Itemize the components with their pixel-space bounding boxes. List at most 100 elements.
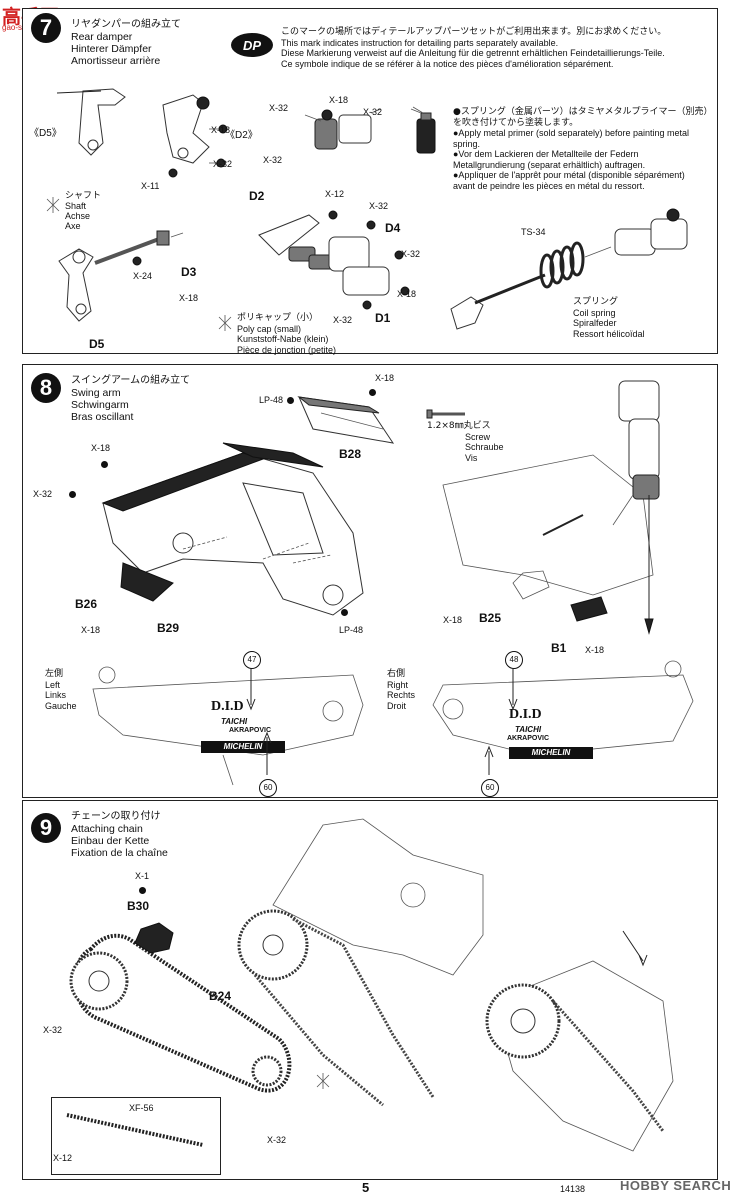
damper-body-drawing bbox=[258, 210, 410, 310]
screw-dot bbox=[101, 461, 108, 468]
screw-en: Screw bbox=[465, 431, 491, 442]
label-x18-e: X-18 bbox=[375, 373, 395, 383]
step-8-title-de: Schwingarm bbox=[71, 399, 129, 411]
dp-note-fr: Ce symbole indique de se référer à la no… bbox=[281, 58, 614, 69]
screw-de: Schraube bbox=[465, 442, 504, 452]
decal-number-60-right: 60 bbox=[481, 779, 499, 797]
dp-note-en: This mark indicates instruction for deta… bbox=[281, 37, 559, 48]
label-x18-b: X-18 bbox=[329, 95, 349, 105]
side-right-fr: Droit bbox=[387, 700, 407, 711]
shaft-de: Achse bbox=[65, 211, 91, 221]
step-9-panel: 9 チェーンの取り付け Attaching chain Einbau der K… bbox=[22, 800, 718, 1180]
label-x18-c: X-18 bbox=[179, 293, 199, 303]
screw-dot bbox=[139, 887, 146, 894]
side-left-de: Links bbox=[45, 690, 67, 700]
side-right-en: Right bbox=[387, 679, 409, 690]
label-x32-d: X-32 bbox=[263, 155, 283, 165]
screw-dot bbox=[69, 491, 76, 498]
screw-icon bbox=[426, 409, 465, 419]
label-b26: B26 bbox=[75, 597, 98, 611]
metal-part-icon bbox=[46, 197, 60, 213]
label-x12-b: X-12 bbox=[53, 1153, 73, 1163]
step-7-title-fr: Amortisseur arrière bbox=[71, 55, 161, 67]
label-x18-g: X-18 bbox=[81, 625, 101, 635]
swingarm-exploded-drawing bbox=[101, 396, 395, 616]
step-8-title-jp: スイングアームの組み立て bbox=[71, 375, 191, 386]
label-x32-b: X-32 bbox=[269, 103, 289, 113]
side-left-en: Left bbox=[45, 679, 61, 690]
spring-fr: Ressort hélicoïdal bbox=[573, 328, 645, 339]
label-x18-f: X-18 bbox=[91, 443, 111, 453]
decal-arrows bbox=[246, 669, 518, 775]
decal-did-left: D.I.D bbox=[211, 699, 244, 714]
step-9-number: 9 bbox=[31, 813, 61, 843]
label-x18-i: X-18 bbox=[585, 645, 605, 655]
label-d3: D3 bbox=[181, 265, 197, 279]
decal-taichi-left: TAICHI bbox=[221, 717, 248, 726]
chain-loop-drawing bbox=[69, 922, 292, 1093]
step-7-title-de: Hinterer Dämpfer bbox=[71, 43, 152, 55]
label-x18-d: X-18 bbox=[397, 289, 417, 299]
label-x24: X-24 bbox=[133, 271, 153, 281]
d5-bracket-drawing bbox=[56, 88, 228, 178]
label-d5: D5 bbox=[89, 337, 105, 351]
label-b29: B29 bbox=[157, 621, 180, 635]
screw-dot bbox=[341, 609, 348, 616]
step-7-number: 7 bbox=[31, 13, 61, 43]
label-x32-j: X-32 bbox=[267, 1135, 287, 1145]
label-ts34: TS-34 bbox=[521, 227, 546, 237]
label-x32-e: X-32 bbox=[369, 201, 389, 211]
footer-code: 14138 bbox=[560, 1184, 586, 1194]
screw-dot bbox=[287, 397, 294, 404]
label-x32-f: X-32 bbox=[401, 249, 421, 259]
label-x1: X-1 bbox=[135, 871, 150, 881]
label-d5-bracket: 《D5》 bbox=[29, 128, 62, 139]
d2-assembly-drawing bbox=[304, 108, 382, 150]
label-b28: B28 bbox=[339, 447, 362, 461]
dp-note-de: Diese Markierung verweist auf die Anleit… bbox=[281, 48, 665, 58]
metal-part-icon bbox=[218, 315, 232, 331]
decal-number-47: 47 bbox=[243, 651, 261, 669]
label-d2-bracket: 《D2》 bbox=[225, 130, 258, 141]
label-b1: B1 bbox=[551, 641, 567, 655]
step-7-title: リヤダンパーの組み立て Rear damper Hinterer Dämpfer… bbox=[71, 19, 181, 67]
primer-note-jp: ●スプリング（金属パーツ）はタミヤメタルプライマー（別売）を吹き付けてから塗装し… bbox=[453, 107, 708, 128]
decal-taichi-right: TAICHI bbox=[515, 725, 542, 734]
step-9-title: チェーンの取り付け Attaching chain Einbau der Ket… bbox=[71, 811, 168, 859]
footer-brand: HOBBY SEARCH bbox=[620, 1178, 732, 1193]
label-x32-a: X-32 bbox=[213, 159, 233, 169]
side-right-de: Rechts bbox=[387, 690, 416, 700]
step-7-title-en: Rear damper bbox=[71, 31, 133, 43]
spring-label: スプリング Coil spring Spiralfeder Ressort hé… bbox=[573, 297, 645, 339]
label-x32-h: X-32 bbox=[33, 489, 53, 499]
primer-note-en: ●Apply metal primer (sold separately) be… bbox=[453, 128, 690, 149]
decal-michelin-right: MICHELIN bbox=[509, 747, 593, 759]
dp-note-jp: このマークの場所ではディテールアップパーツセットがご利用出来ます。別にお求めくだ… bbox=[281, 27, 667, 37]
decal-number-60-left: 60 bbox=[259, 779, 277, 797]
step-8-title-fr: Bras oscillant bbox=[71, 411, 134, 423]
shaft-icon-label: シャフト Shaft Achse Axe bbox=[65, 191, 101, 231]
step-8-title: スイングアームの組み立て Swing arm Schwingarm Bras o… bbox=[71, 375, 190, 423]
label-b24: B24 bbox=[209, 989, 232, 1003]
primer-note-fr: ●Appliquer de l'apprêt pour métal (dispo… bbox=[453, 170, 685, 191]
polycap-jp: ポリキャップ（小） bbox=[237, 313, 319, 323]
shaft-en: Shaft bbox=[65, 201, 87, 211]
spring-en: Coil spring bbox=[573, 307, 616, 318]
shaft-jp: シャフト bbox=[65, 191, 102, 201]
polycap-de: Kunststoff-Nabe (klein) bbox=[237, 334, 329, 344]
step-7-panel: 7 リヤダンパーの組み立て Rear damper Hinterer Dämpf… bbox=[22, 8, 718, 355]
label-x11: X-11 bbox=[141, 181, 160, 191]
screw-label: 1.2×8㎜丸ビス Screw Schraube Vis bbox=[427, 421, 504, 463]
coil-spring bbox=[539, 241, 585, 289]
shaft-assembly-drawing bbox=[58, 230, 184, 322]
label-d4: D4 bbox=[385, 221, 401, 235]
primer-note-de: ●Vor dem Lackieren der Metallteile der F… bbox=[453, 149, 646, 170]
step-8-panel: 8 スイングアームの組み立て Swing arm Schwingarm Bras… bbox=[22, 364, 718, 798]
side-right-label: 右側 Right Rechts Droit bbox=[387, 669, 415, 711]
page-number: 5 bbox=[362, 1180, 370, 1195]
dp-badge: DP bbox=[231, 33, 273, 57]
chain-inset-drawing bbox=[66, 1113, 204, 1147]
spring-de: Spiralfeder bbox=[573, 318, 617, 328]
label-d2: D2 bbox=[249, 189, 265, 203]
label-x32-c: X-32 bbox=[363, 107, 383, 117]
